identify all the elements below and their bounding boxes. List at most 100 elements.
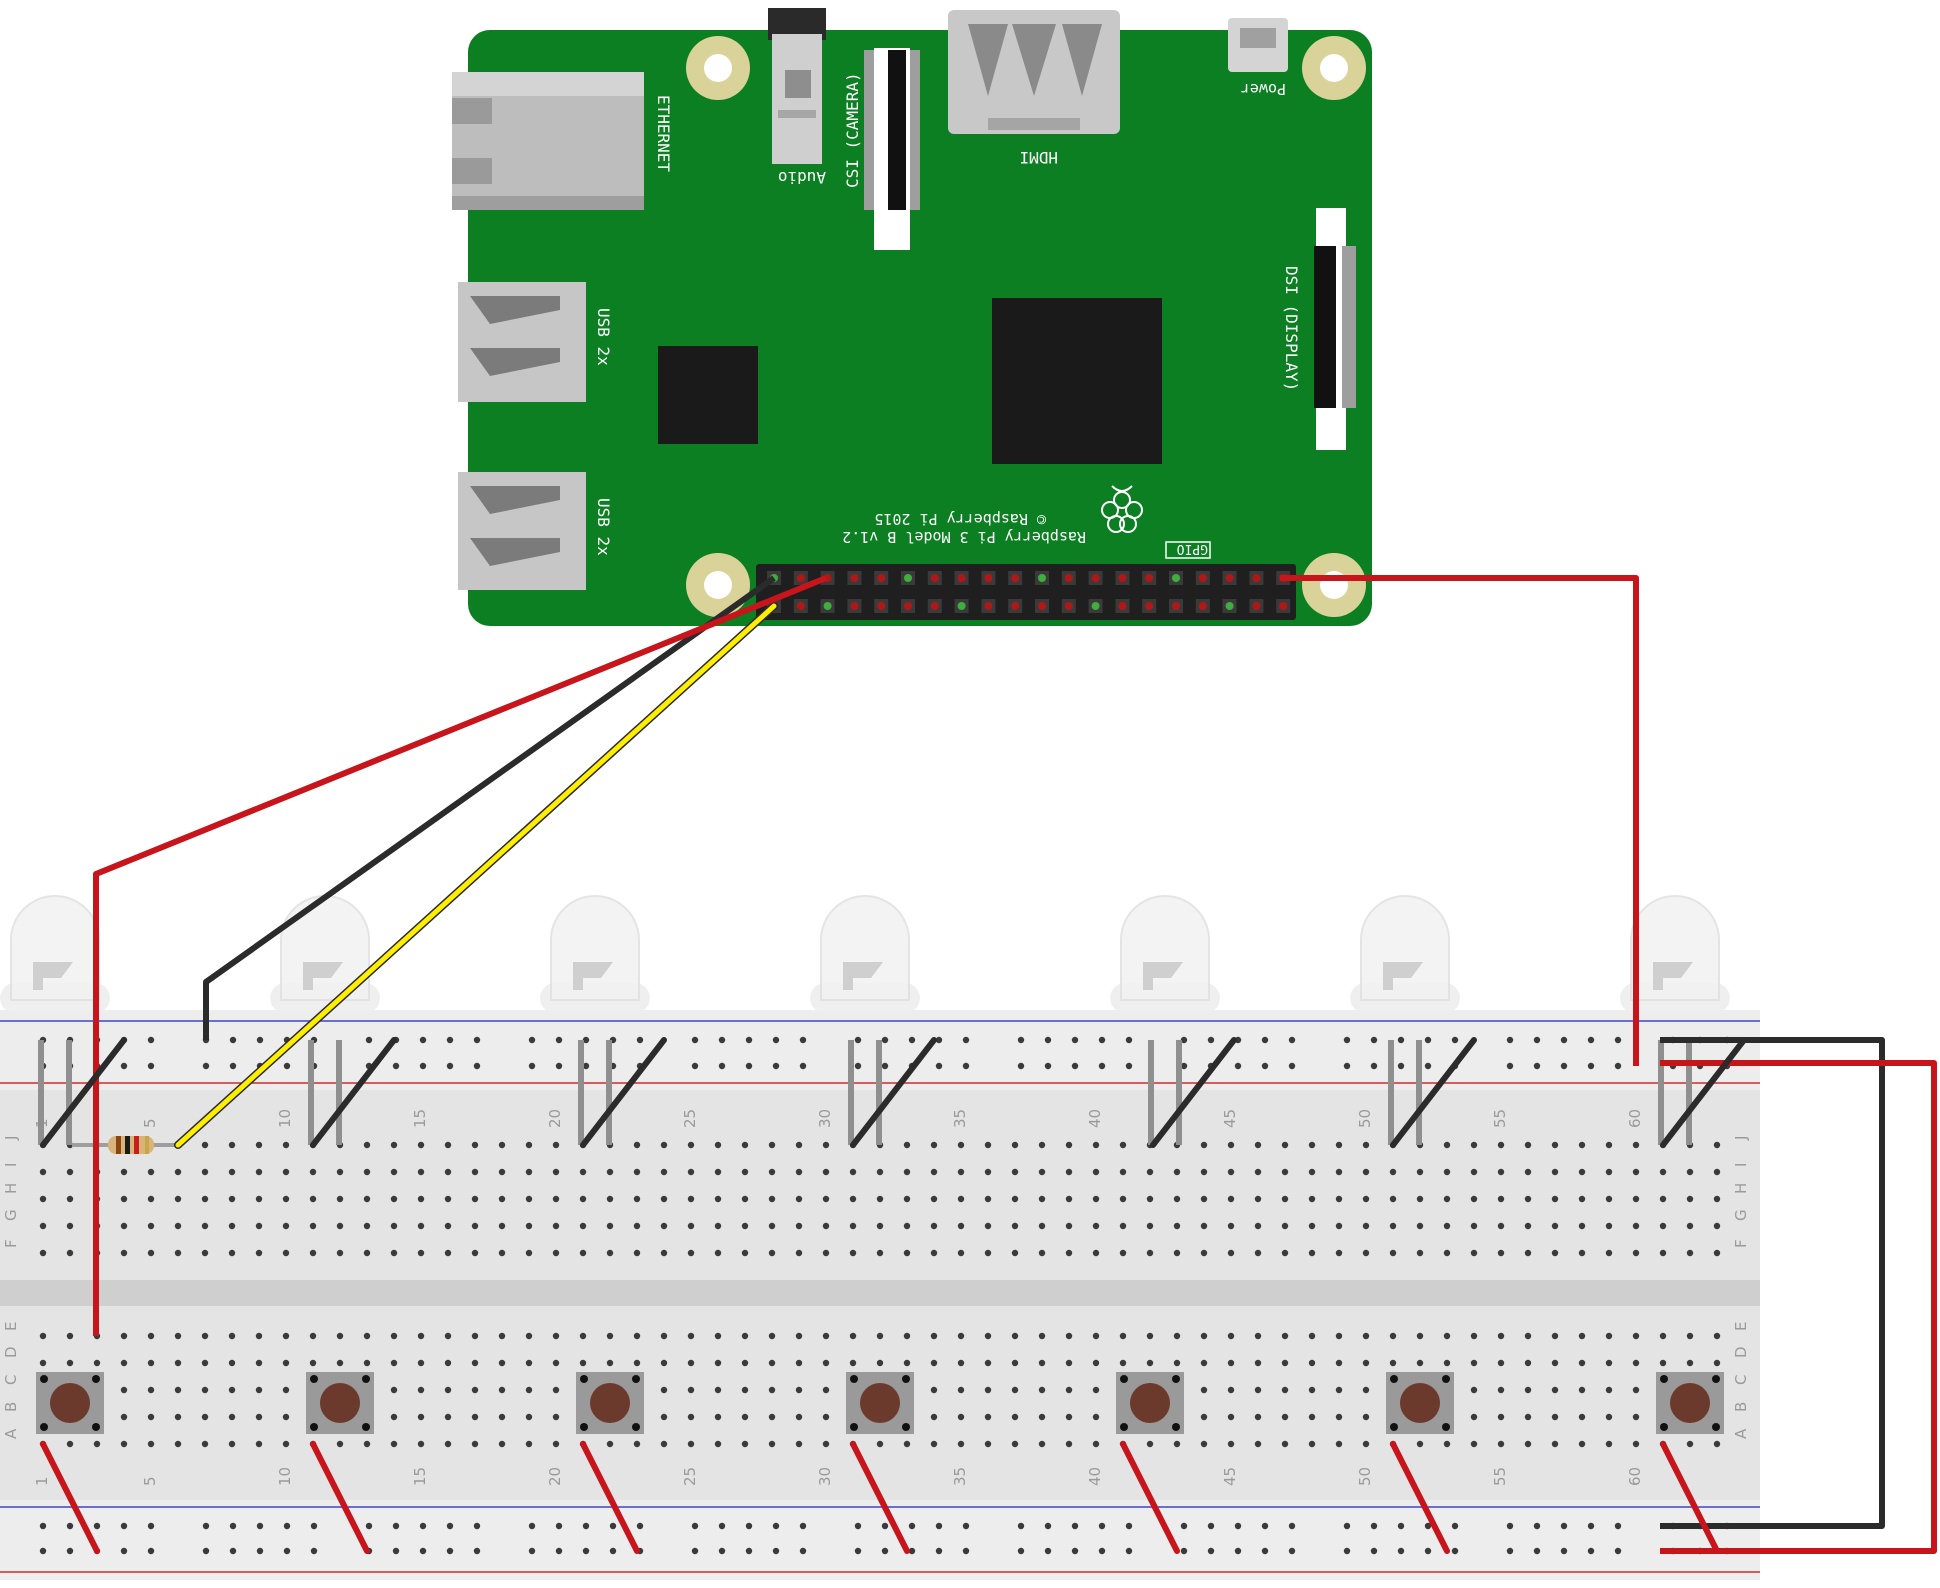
row-letter: H: [2, 1183, 20, 1194]
rail-hole: [1343, 1036, 1351, 1044]
breadboard-hole: [120, 1359, 128, 1367]
push-button[interactable]: [846, 1372, 914, 1434]
push-button[interactable]: [36, 1372, 104, 1434]
breadboard-hole: [633, 1168, 641, 1176]
breadboard-hole: [606, 1222, 614, 1230]
rail-hole: [854, 1547, 862, 1555]
breadboard-hole: [66, 1222, 74, 1230]
breadboard-hole: [903, 1222, 911, 1230]
breadboard-hole: [309, 1195, 317, 1203]
push-button[interactable]: [306, 1372, 374, 1434]
breadboard-hole: [147, 1359, 155, 1367]
rail-hole: [473, 1522, 481, 1530]
push-button[interactable]: [576, 1372, 644, 1434]
breadboard-hole: [1497, 1413, 1505, 1421]
breadboard-hole: [741, 1359, 749, 1367]
breadboard-hole: [1632, 1222, 1640, 1230]
breadboard-hole: [174, 1386, 182, 1394]
breadboard-hole: [984, 1413, 992, 1421]
breadboard-hole: [660, 1168, 668, 1176]
breadboard-hole: [1146, 1440, 1154, 1448]
push-button[interactable]: [1386, 1372, 1454, 1434]
led: [1350, 895, 1460, 1145]
breadboard-hole: [1632, 1249, 1640, 1257]
rail-hole: [1370, 1036, 1378, 1044]
breadboard-hole: [1281, 1168, 1289, 1176]
breadboard-hole: [1038, 1386, 1046, 1394]
rail-hole: [93, 1522, 101, 1530]
row-letter: J: [2, 1136, 20, 1141]
breadboard-hole: [822, 1386, 830, 1394]
breadboard-hole: [471, 1168, 479, 1176]
dsi-label: DSI (DISPLAY): [1282, 266, 1301, 391]
rail-hole: [1098, 1547, 1106, 1555]
breadboard-hole: [552, 1168, 560, 1176]
black-wire: [1660, 1037, 1747, 1148]
breadboard-hole: [201, 1168, 209, 1176]
column-number: 10: [276, 1467, 294, 1486]
breadboard-hole: [1308, 1413, 1316, 1421]
push-button[interactable]: [1656, 1372, 1724, 1434]
breadboard-hole: [1011, 1222, 1019, 1230]
rail-hole: [555, 1062, 563, 1070]
breadboard-hole: [1524, 1141, 1532, 1149]
column-number: 40: [1086, 1109, 1104, 1128]
breadboard-hole: [417, 1249, 425, 1257]
rail-hole: [1397, 1522, 1405, 1530]
breadboard-hole: [1551, 1249, 1559, 1257]
ethernet-port: [452, 72, 644, 210]
breadboard-hole: [471, 1386, 479, 1394]
breadboard-hole: [1443, 1168, 1451, 1176]
column-number: 10: [276, 1109, 294, 1128]
breadboard-hole: [1308, 1222, 1316, 1230]
rail-hole: [1587, 1036, 1595, 1044]
breadboard-hole: [606, 1332, 614, 1340]
breadboard-hole: [1713, 1249, 1721, 1257]
breadboard-hole: [1524, 1332, 1532, 1340]
breadboard-hole: [1065, 1141, 1073, 1149]
breadboard-hole: [1011, 1359, 1019, 1367]
breadboard-hole: [309, 1222, 317, 1230]
rail-hole: [881, 1522, 889, 1530]
breadboard-hole: [498, 1168, 506, 1176]
breadboard-hole: [120, 1168, 128, 1176]
button-wires: [40, 1441, 1720, 1554]
push-button[interactable]: [1116, 1372, 1184, 1434]
breadboard-hole: [1335, 1168, 1343, 1176]
rail-hole: [1424, 1036, 1432, 1044]
rail-hole: [1207, 1036, 1215, 1044]
breadboard-hole: [1173, 1249, 1181, 1257]
breadboard-hole: [255, 1440, 263, 1448]
breadboard-hole: [1200, 1222, 1208, 1230]
breadboard-hole: [1551, 1440, 1559, 1448]
breadboard-hole: [822, 1195, 830, 1203]
rail-hole: [202, 1522, 210, 1530]
gpio-pin-pad: [1064, 574, 1073, 582]
breadboard-hole: [1038, 1413, 1046, 1421]
breadboard-hole: [1389, 1249, 1397, 1257]
breadboard-hole: [795, 1413, 803, 1421]
breadboard-hole: [1335, 1195, 1343, 1203]
breadboard-hole: [1227, 1195, 1235, 1203]
breadboard-hole: [1281, 1359, 1289, 1367]
breadboard-hole: [363, 1222, 371, 1230]
rail-hole: [528, 1547, 536, 1555]
breadboard-hole: [1038, 1195, 1046, 1203]
usb-label-lower: USB 2x: [594, 498, 613, 556]
dsi-display-connector: [1314, 208, 1356, 450]
rail-hole: [1071, 1062, 1079, 1070]
rail-hole: [1017, 1062, 1025, 1070]
breadboard-hole: [1173, 1195, 1181, 1203]
rail-hole: [229, 1522, 237, 1530]
gpio-pin-pad: [877, 602, 886, 610]
breadboard-hole: [1335, 1440, 1343, 1448]
rail-hole: [1044, 1547, 1052, 1555]
breadboard-hole: [1362, 1141, 1370, 1149]
breadboard-hole: [849, 1332, 857, 1340]
led: [270, 895, 380, 1145]
breadboard-hole: [1308, 1168, 1316, 1176]
breadboard-hole: [336, 1249, 344, 1257]
black-wire: [310, 1037, 397, 1148]
breadboard-hole: [876, 1168, 884, 1176]
breadboard-hole: [255, 1249, 263, 1257]
